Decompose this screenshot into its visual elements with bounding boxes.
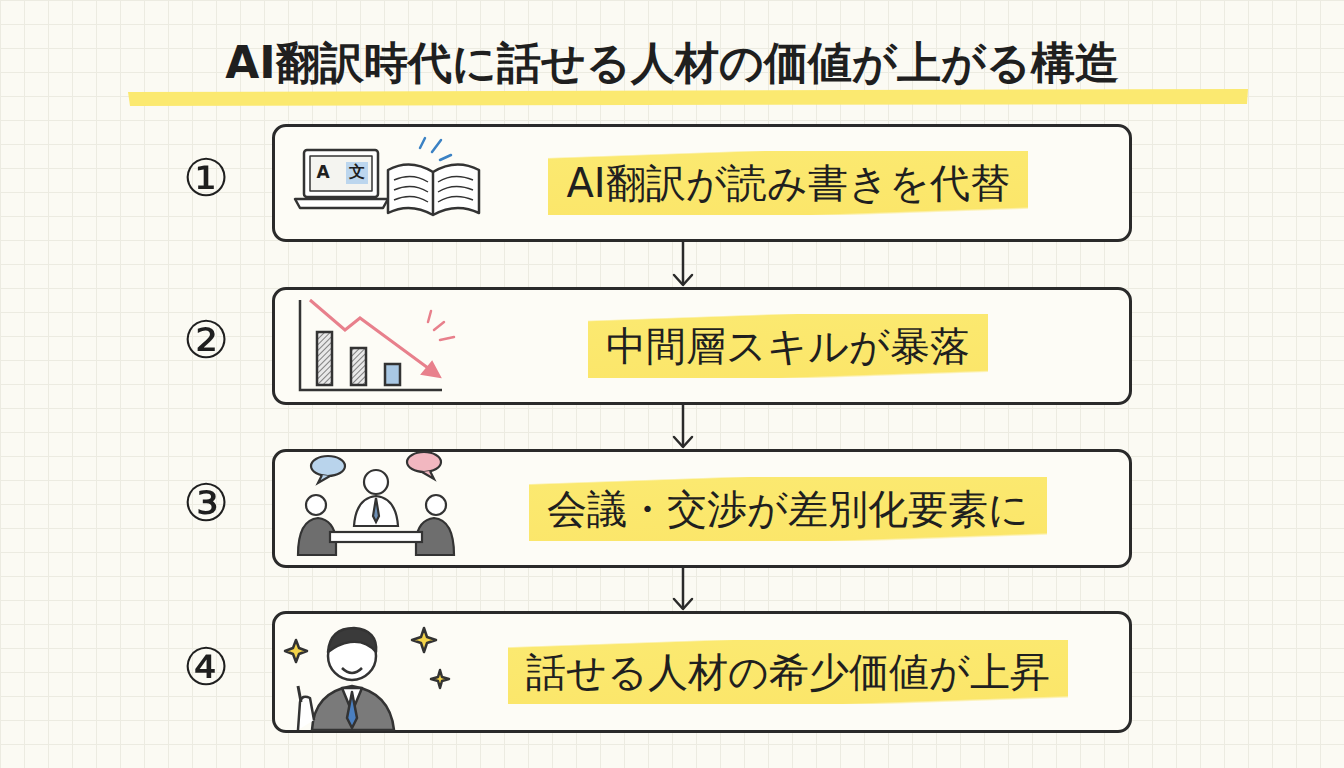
laptop-book-icon: [295, 138, 479, 215]
falling-chart-icon: [300, 300, 454, 390]
process-box: AI翻訳が読み書きを代替: [272, 124, 1132, 242]
icon-letter: 文: [346, 163, 368, 181]
process-box: 中間層スキルが暴落: [272, 287, 1132, 405]
callout-number: ②: [176, 312, 236, 369]
box-text: 会議・交渉が差別化要素に: [529, 477, 1047, 541]
box-text: 中間層スキルが暴落: [588, 314, 988, 378]
diagram-title: AI翻訳時代に話せる人材の価値が上がる構造: [120, 34, 1224, 93]
callout-number: ④: [176, 639, 236, 696]
icon-letter: A: [314, 163, 332, 182]
flow-arrow: [674, 405, 692, 447]
box-text: 話せる人材の希少価値が上昇: [508, 640, 1068, 704]
flow-arrow: [674, 568, 692, 609]
process-box: 会議・交渉が差別化要素に: [272, 449, 1132, 568]
meeting-icon: [298, 452, 454, 555]
callout-number: ③: [176, 475, 236, 532]
flow-arrow: [674, 242, 692, 285]
highlight-stroke: [128, 89, 1248, 106]
process-box: 話せる人材の希少価値が上昇: [272, 611, 1132, 733]
box-text: AI翻訳が読み書きを代替: [548, 151, 1027, 215]
person-icon: [285, 628, 449, 730]
callout-number: ①: [176, 150, 236, 207]
